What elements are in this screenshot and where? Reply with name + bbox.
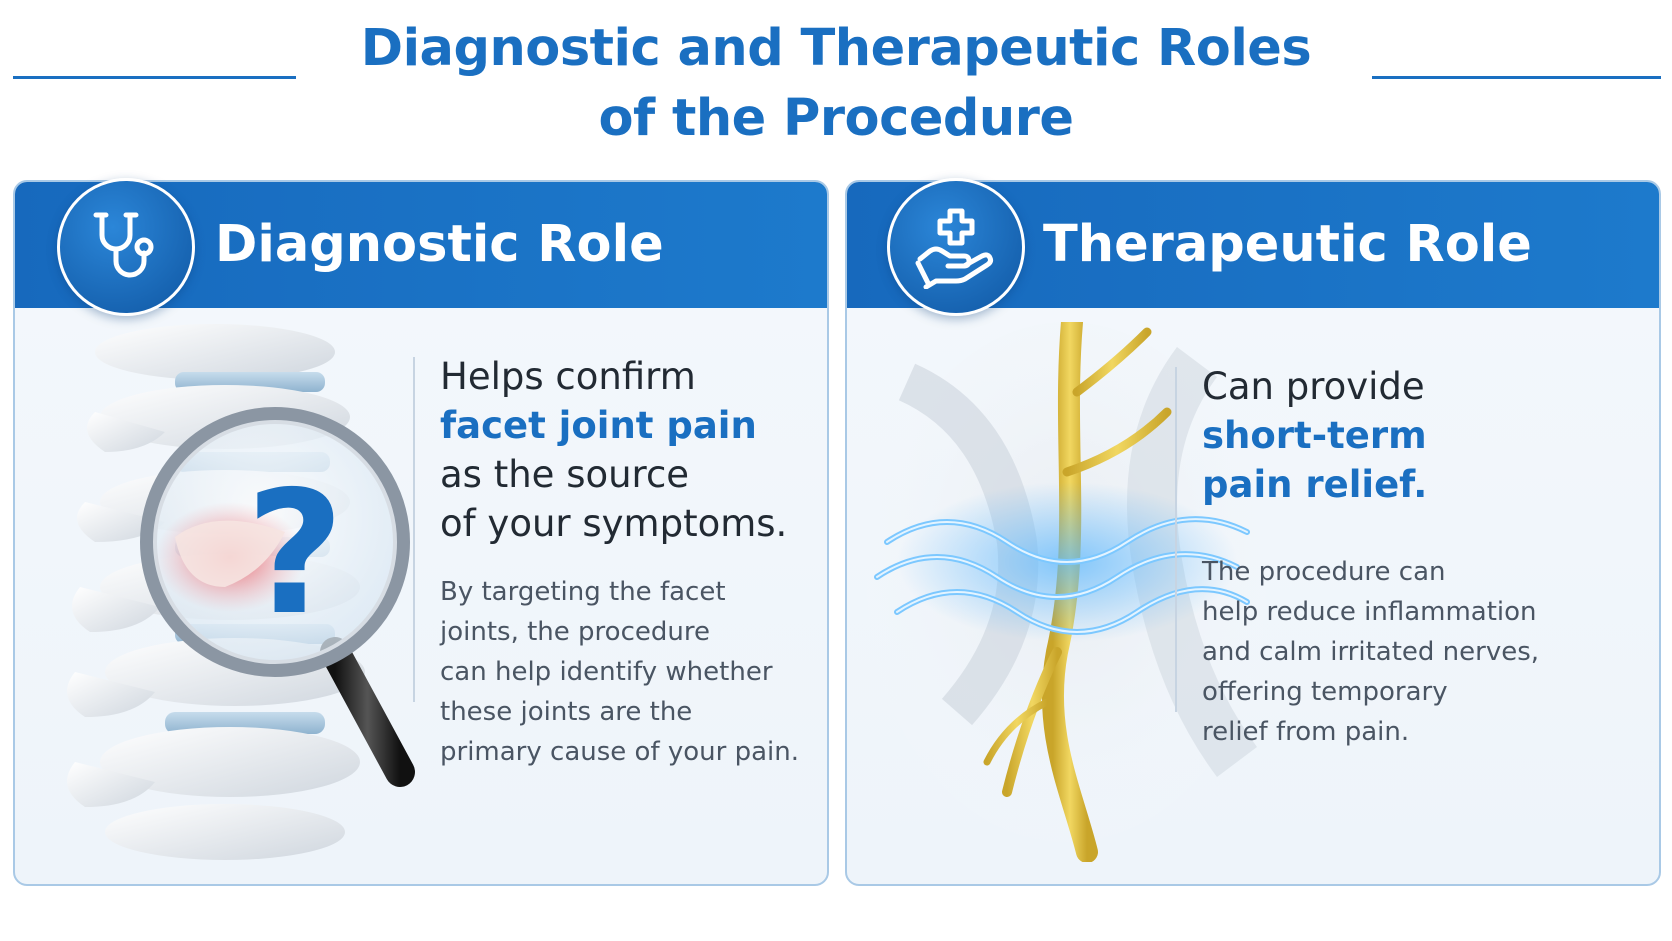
therapeutic-description-line: offering temporary <box>1202 677 1448 707</box>
diagnostic-description-line: primary cause of your pain. <box>440 737 799 767</box>
page-title: Diagnostic and Therapeutic Roles of the … <box>0 14 1672 154</box>
diagnostic-description: By targeting the facet joints, the proce… <box>440 572 799 772</box>
question-mark-icon: ? <box>246 455 345 653</box>
diagnostic-headline: Helps confirm facet joint pain as the so… <box>440 352 787 548</box>
title-rule-right <box>1372 76 1661 79</box>
therapeutic-icon-circle <box>887 178 1025 316</box>
diagnostic-divider <box>413 357 415 702</box>
magnifying-glass-icon <box>140 407 415 787</box>
therapeutic-headline-accent-2: pain relief. <box>1202 463 1428 506</box>
therapeutic-headline-line-1: Can provide <box>1202 365 1425 408</box>
title-rule-left <box>13 76 296 79</box>
diagnostic-headline-accent: facet joint pain <box>440 404 757 447</box>
diagnostic-description-line: can help identify whether <box>440 657 773 687</box>
page-title-line-1: Diagnostic and Therapeutic Roles <box>360 19 1312 78</box>
diagnostic-role-heading: Diagnostic Role <box>215 215 664 274</box>
therapeutic-description-line: and calm irritated nerves, <box>1202 637 1540 667</box>
diagnostic-headline-line-3: as the source <box>440 453 690 496</box>
therapeutic-divider <box>1175 367 1177 712</box>
therapeutic-role-card: Therapeutic Role <box>845 180 1661 886</box>
therapeutic-description-line: help reduce inflammation <box>1202 597 1537 627</box>
stethoscope-icon <box>93 212 154 278</box>
hand-with-medical-cross-icon <box>915 208 994 289</box>
spine-magnifier-illustration: ? <box>67 324 415 860</box>
nerve-relief-illustration <box>867 322 1267 862</box>
therapeutic-description-line: The procedure can <box>1202 557 1446 587</box>
diagnostic-description-line: joints, the procedure <box>440 617 710 647</box>
diagnostic-icon-circle <box>57 178 195 316</box>
diagnostic-description-line: these joints are the <box>440 697 693 727</box>
diagnostic-headline-line-4: of your symptoms. <box>440 502 788 545</box>
therapeutic-role-heading: Therapeutic Role <box>1043 215 1532 274</box>
diagnostic-headline-line-1: Helps confirm <box>440 355 696 398</box>
therapeutic-description-line: relief from pain. <box>1202 717 1410 747</box>
therapeutic-headline: Can provide short-term pain relief. <box>1202 362 1427 509</box>
therapeutic-description: The procedure can help reduce inflammati… <box>1202 552 1539 752</box>
page-title-line-2: of the Procedure <box>598 89 1074 148</box>
diagnostic-description-line: By targeting the facet <box>440 577 726 607</box>
therapeutic-headline-accent-1: short-term <box>1202 414 1427 457</box>
